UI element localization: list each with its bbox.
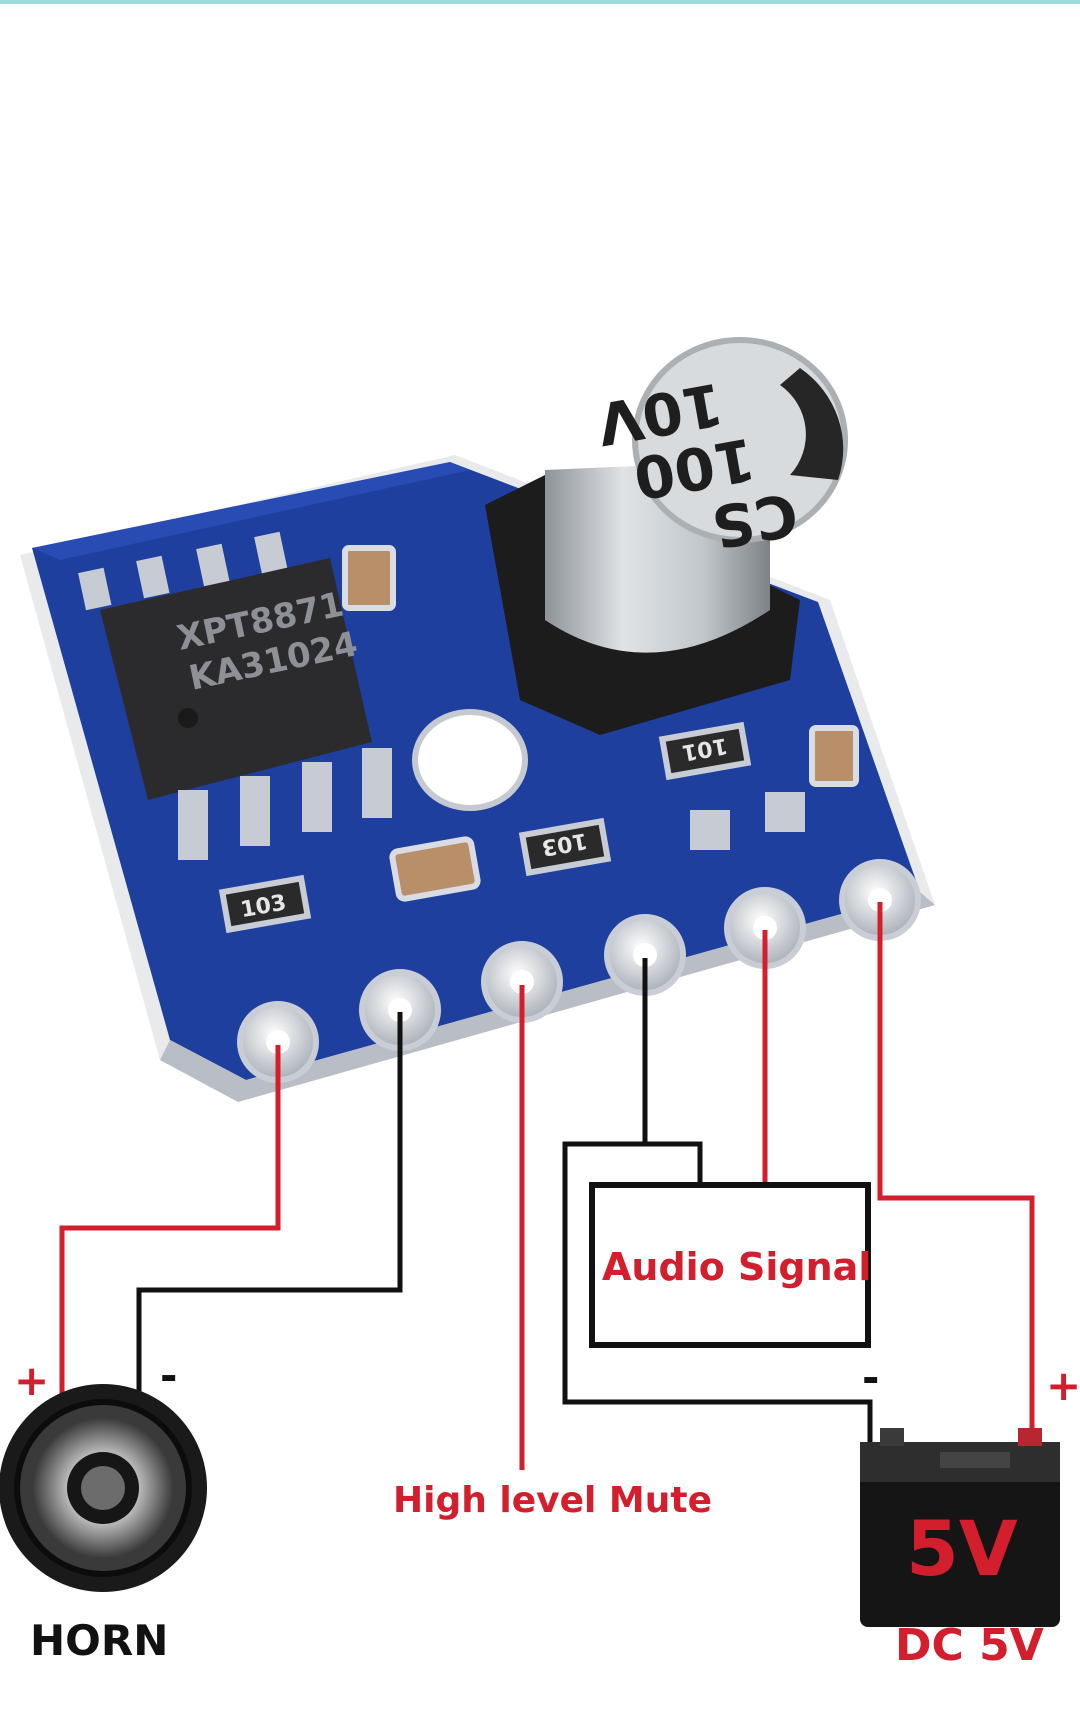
electrolytic-capacitor: 10V 100 CS <box>485 337 848 735</box>
battery-voltage-label: 5V <box>906 1504 1018 1593</box>
horn-label: HORN <box>30 1616 168 1665</box>
smd-capacitor <box>389 836 481 902</box>
smd-pad <box>690 810 730 850</box>
chip-pin <box>240 776 270 846</box>
chip-pin <box>302 762 332 832</box>
pcb-module-image: XPT8871 KA31024 103 103 101 <box>20 337 935 1102</box>
dc-5v-label: DC 5V <box>895 1620 1044 1671</box>
chip-pin <box>196 543 230 587</box>
battery-icon: 5V <box>860 1428 1060 1627</box>
dc-minus-sign: - <box>862 1353 879 1402</box>
resistor-r3: 101 <box>658 721 752 781</box>
terminal-pads <box>237 859 921 1083</box>
chip-dot <box>178 708 198 728</box>
mounting-hole <box>412 709 528 811</box>
speaker-icon <box>0 1384 207 1592</box>
chip-pin <box>178 790 208 860</box>
smd-capacitor <box>809 725 859 787</box>
top-accent-bar <box>0 0 1080 4</box>
high-level-mute-label: High level Mute <box>393 1480 712 1521</box>
dc-plus-sign: + <box>1046 1361 1080 1410</box>
capacitor-label-line3: CS <box>707 479 803 561</box>
wire-ground <box>562 958 873 1450</box>
pcb-highlight <box>32 462 470 560</box>
audio-signal-box <box>589 1182 871 1348</box>
wire-audio-ground <box>645 1141 703 1185</box>
smd-capacitor <box>342 545 396 611</box>
amplifier-chip <box>100 558 372 800</box>
chip-pin <box>136 555 170 599</box>
wire-horn-plus <box>59 1045 281 1415</box>
chip-pin <box>78 567 112 611</box>
smd-pad <box>765 792 805 832</box>
wires <box>59 902 1035 1470</box>
chip-pin <box>362 748 392 818</box>
wire-dc-plus <box>877 902 1035 1448</box>
horn-minus-sign: - <box>160 1351 177 1400</box>
chip-pin <box>254 531 288 575</box>
horn-plus-sign: + <box>14 1356 49 1405</box>
resistor-r2: 103 <box>518 817 612 877</box>
audio-signal-label: Audio Signal <box>602 1245 871 1289</box>
wire-horn-minus <box>136 1012 403 1415</box>
resistor-r1: 103 <box>218 874 312 934</box>
